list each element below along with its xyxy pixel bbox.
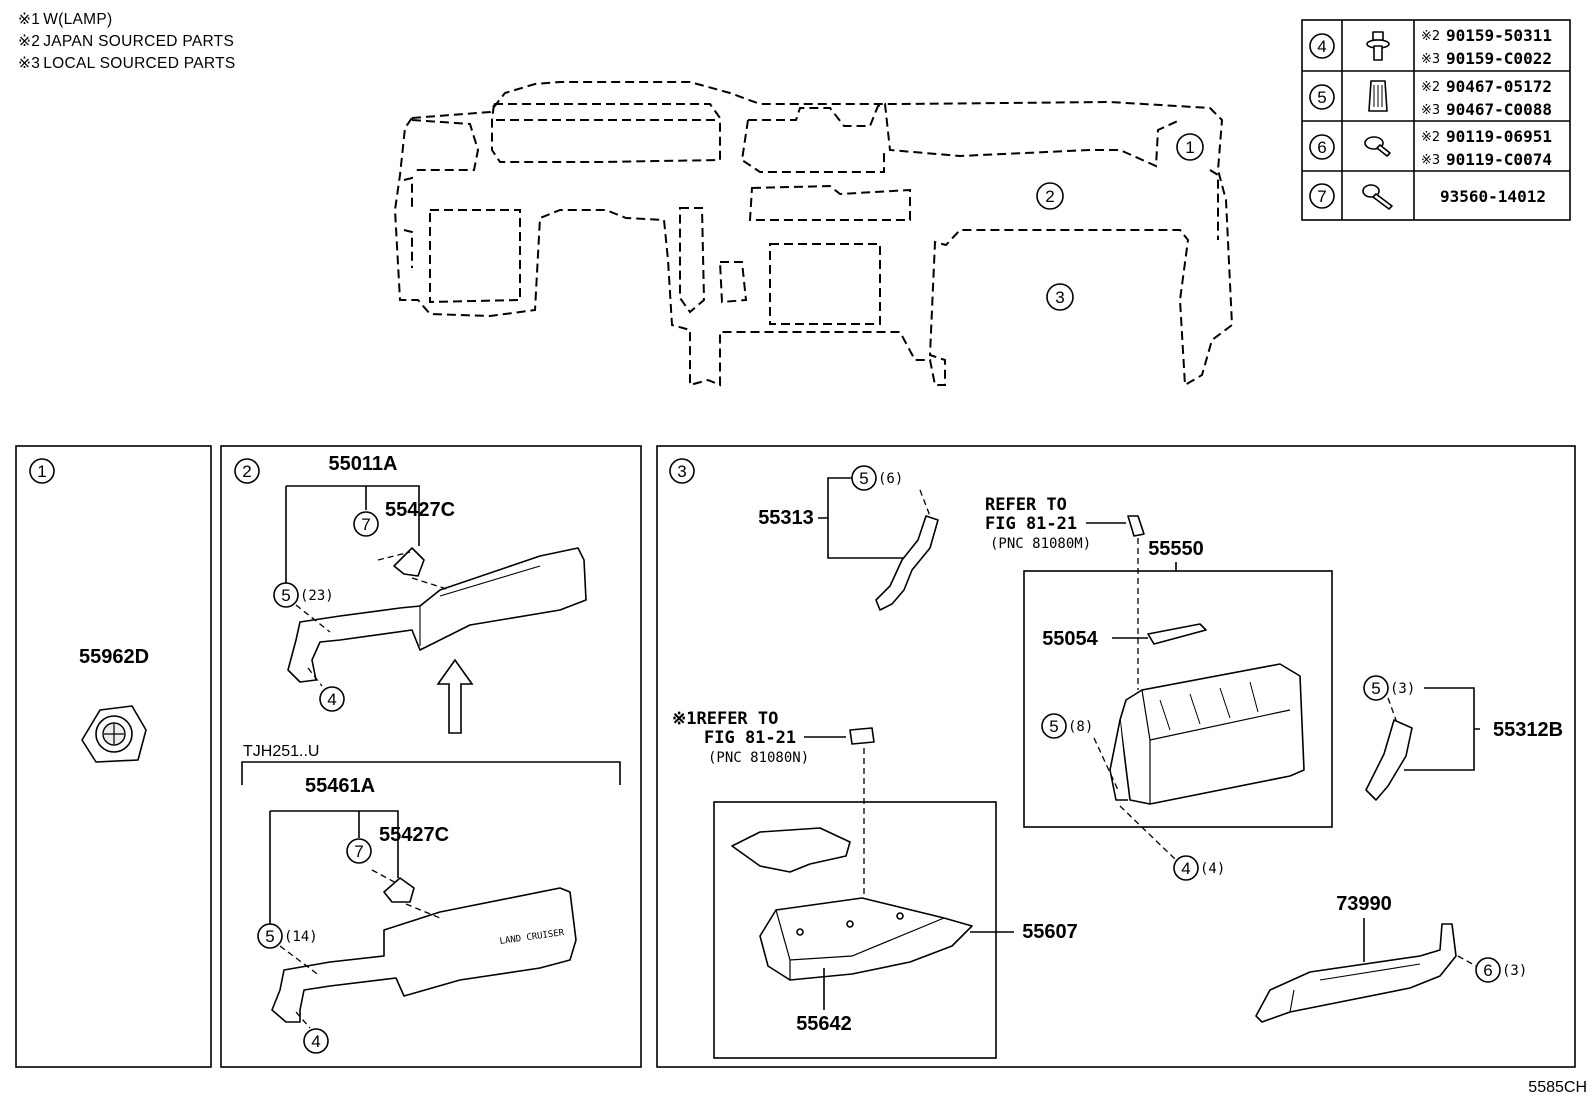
panel-3: 3 55313 5 (6) REFER TO FIG 81-21 (PNC 81…	[656, 445, 1576, 1068]
table-row-4: 4 ※2 90159-50311 ※3 90159-C0022	[1309, 26, 1552, 68]
screw-long-icon	[1362, 184, 1393, 210]
svg-text:4: 4	[311, 1032, 320, 1051]
svg-text:7: 7	[361, 515, 370, 534]
hinge-pin-part	[1147, 623, 1207, 645]
figure-code: 5585CH	[1528, 1079, 1587, 1096]
svg-text:5: 5	[1317, 88, 1326, 107]
svg-text:※1W(LAMP): ※1W(LAMP)	[18, 11, 112, 28]
svg-text:※2: ※2	[1421, 29, 1440, 44]
side-trim-55313-part	[875, 515, 939, 611]
svg-text:5: 5	[265, 927, 274, 946]
side-trim-55312B-part	[1365, 719, 1413, 801]
part-55427C-lower-label: 55427C	[379, 824, 449, 846]
lamp-socket-part	[81, 705, 147, 763]
svg-text:5: 5	[1371, 679, 1380, 698]
svg-text:(PNC 81080M): (PNC 81080M)	[990, 536, 1091, 552]
part-55312B-label: 55312B	[1493, 719, 1563, 741]
svg-text:FIG 81-21: FIG 81-21	[704, 728, 796, 748]
glove-box-door-part	[1109, 663, 1305, 805]
part-55427C-label: 55427C	[385, 499, 455, 521]
svg-text:(14): (14)	[284, 929, 318, 945]
svg-text:※2: ※2	[1421, 80, 1440, 95]
glove-box-upper-panel-part	[287, 547, 587, 683]
svg-text:※3: ※3	[1421, 153, 1440, 168]
part-55054-label: 55054	[1042, 628, 1098, 650]
svg-text:(6): (6)	[878, 471, 903, 487]
panel-1: 1 55962D	[15, 445, 212, 1068]
up-arrow-icon	[436, 658, 474, 734]
svg-text:(23): (23)	[300, 588, 334, 604]
lamp-connector-part	[1127, 515, 1145, 537]
svg-text:6: 6	[1483, 961, 1492, 980]
svg-text:5: 5	[281, 586, 290, 605]
svg-text:4: 4	[327, 690, 336, 709]
svg-text:90119-C0074: 90119-C0074	[1446, 150, 1552, 169]
svg-text:FIG 81-21: FIG 81-21	[985, 514, 1077, 534]
table-row-5: 5 ※2 90467-05172 ※3 90467-C0088	[1309, 77, 1552, 119]
svg-text:(4): (4)	[1200, 861, 1225, 877]
glove-box-liner-part	[759, 897, 973, 981]
table-row-7: 7 93560-14012	[1309, 183, 1546, 210]
screw-icon	[1364, 136, 1391, 157]
svg-text:90119-06951: 90119-06951	[1446, 127, 1552, 146]
svg-text:(8): (8)	[1068, 719, 1093, 735]
svg-text:3: 3	[677, 462, 686, 481]
svg-text:(3): (3)	[1502, 963, 1527, 979]
part-55962D-label: 55962D	[79, 646, 149, 668]
glove-box-mat-part	[731, 827, 851, 873]
svg-text:※1REFER TO: ※1REFER TO	[672, 709, 778, 729]
svg-text:93560-14012: 93560-14012	[1440, 187, 1546, 206]
svg-text:1: 1	[37, 462, 46, 481]
svg-text:(PNC 81080N): (PNC 81080N)	[708, 750, 809, 766]
callout-3: 3	[1055, 288, 1064, 307]
svg-text:6: 6	[1317, 138, 1326, 157]
callout-1: 1	[1185, 138, 1194, 157]
svg-text:5: 5	[859, 469, 868, 488]
svg-text:2: 2	[242, 462, 251, 481]
callout-2: 2	[1045, 187, 1054, 206]
part-55011A-label: 55011A	[329, 453, 398, 475]
svg-text:※3: ※3	[1421, 52, 1440, 67]
svg-text:REFER TO: REFER TO	[985, 495, 1067, 515]
svg-text:4: 4	[1181, 859, 1190, 878]
part-55313-label: 55313	[758, 507, 814, 529]
under-cover-73990-part	[1255, 923, 1457, 1023]
glove-box-lower-panel-part: LAND CRUISER	[271, 877, 577, 1023]
svg-text:※3: ※3	[1421, 103, 1440, 118]
clip-icon	[1368, 80, 1388, 112]
part-55607-label: 55607	[1022, 921, 1078, 943]
svg-text:4: 4	[1317, 37, 1326, 56]
part-55550-label: 55550	[1148, 538, 1204, 560]
svg-text:7: 7	[1317, 187, 1326, 206]
svg-text:90159-50311: 90159-50311	[1446, 26, 1552, 45]
svg-text:90467-05172: 90467-05172	[1446, 77, 1552, 96]
svg-text:90467-C0088: 90467-C0088	[1446, 100, 1552, 119]
svg-text:5: 5	[1049, 717, 1058, 736]
part-55461A-label: 55461A	[305, 775, 375, 797]
lamp-bulb-part	[849, 727, 875, 745]
part-55642-label: 55642	[796, 1013, 852, 1035]
svg-text:90159-C0022: 90159-C0022	[1446, 49, 1552, 68]
table-row-6: 6 ※2 90119-06951 ※3 90119-C0074	[1309, 127, 1552, 169]
svg-text:7: 7	[354, 842, 363, 861]
dashboard-overview: 1 2 3	[393, 81, 1234, 387]
svg-text:※2: ※2	[1421, 130, 1440, 145]
hardware-table: 4 ※2 90159-50311 ※3 90159-C0022 5 ※2 904…	[1301, 19, 1571, 221]
bolt-washer-icon	[1366, 31, 1390, 61]
model-code: TJH251..U	[243, 743, 319, 760]
part-73990-label: 73990	[1336, 893, 1392, 915]
svg-text:(3): (3)	[1390, 681, 1415, 697]
panel-2: 2 55011A 7 55427C 5 (23) 4 TJH251..U 554…	[220, 445, 642, 1068]
